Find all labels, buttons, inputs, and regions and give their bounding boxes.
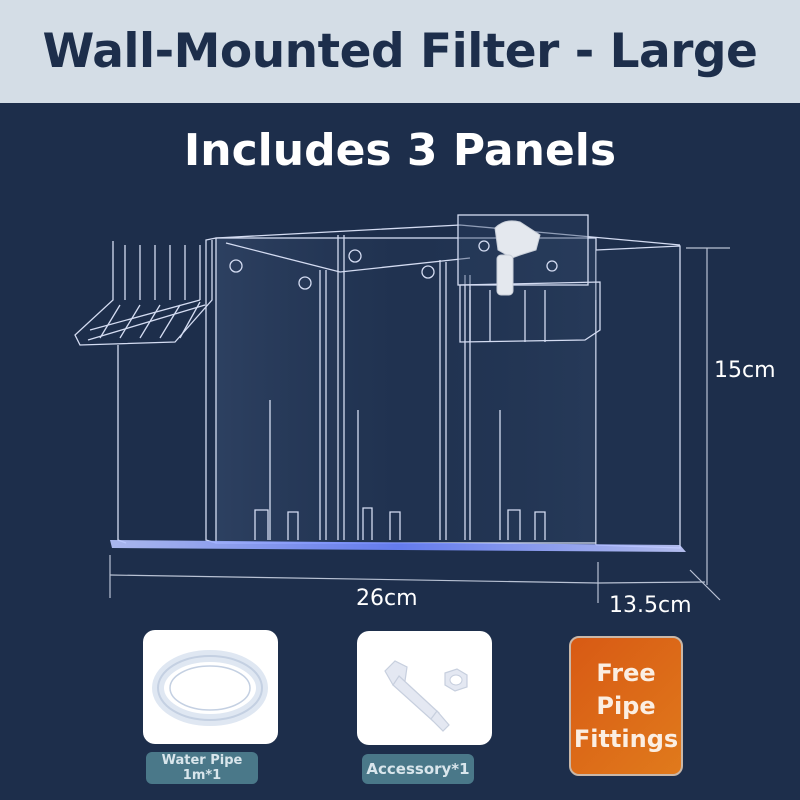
badge-line-2: Pipe: [596, 691, 656, 720]
depth-dimension: 13.5cm: [609, 593, 692, 618]
page-title: Wall-Mounted Filter - Large: [42, 24, 758, 79]
free-pipe-fittings-badge: Free Pipe Fittings: [569, 636, 683, 776]
badge-line-3: Fittings: [573, 724, 679, 753]
subtitle: Includes 3 Panels: [183, 125, 617, 176]
pipe-fitting-icon: [384, 660, 468, 732]
water-pipe-label-line1: Water Pipe: [161, 753, 243, 768]
water-pipe-icon: [152, 650, 268, 726]
accessory-card: [357, 631, 492, 745]
water-pipe-card: [143, 630, 278, 744]
width-dimension: 26cm: [356, 586, 418, 611]
water-pipe-label-line2: 1m*1: [182, 768, 222, 783]
height-dimension: 15cm: [714, 358, 776, 383]
accessory-label: Accessory*1: [362, 754, 474, 784]
badge-line-1: Free: [596, 658, 656, 687]
header-band: [0, 0, 800, 103]
water-pipe-label: Water Pipe 1m*1: [146, 752, 258, 784]
